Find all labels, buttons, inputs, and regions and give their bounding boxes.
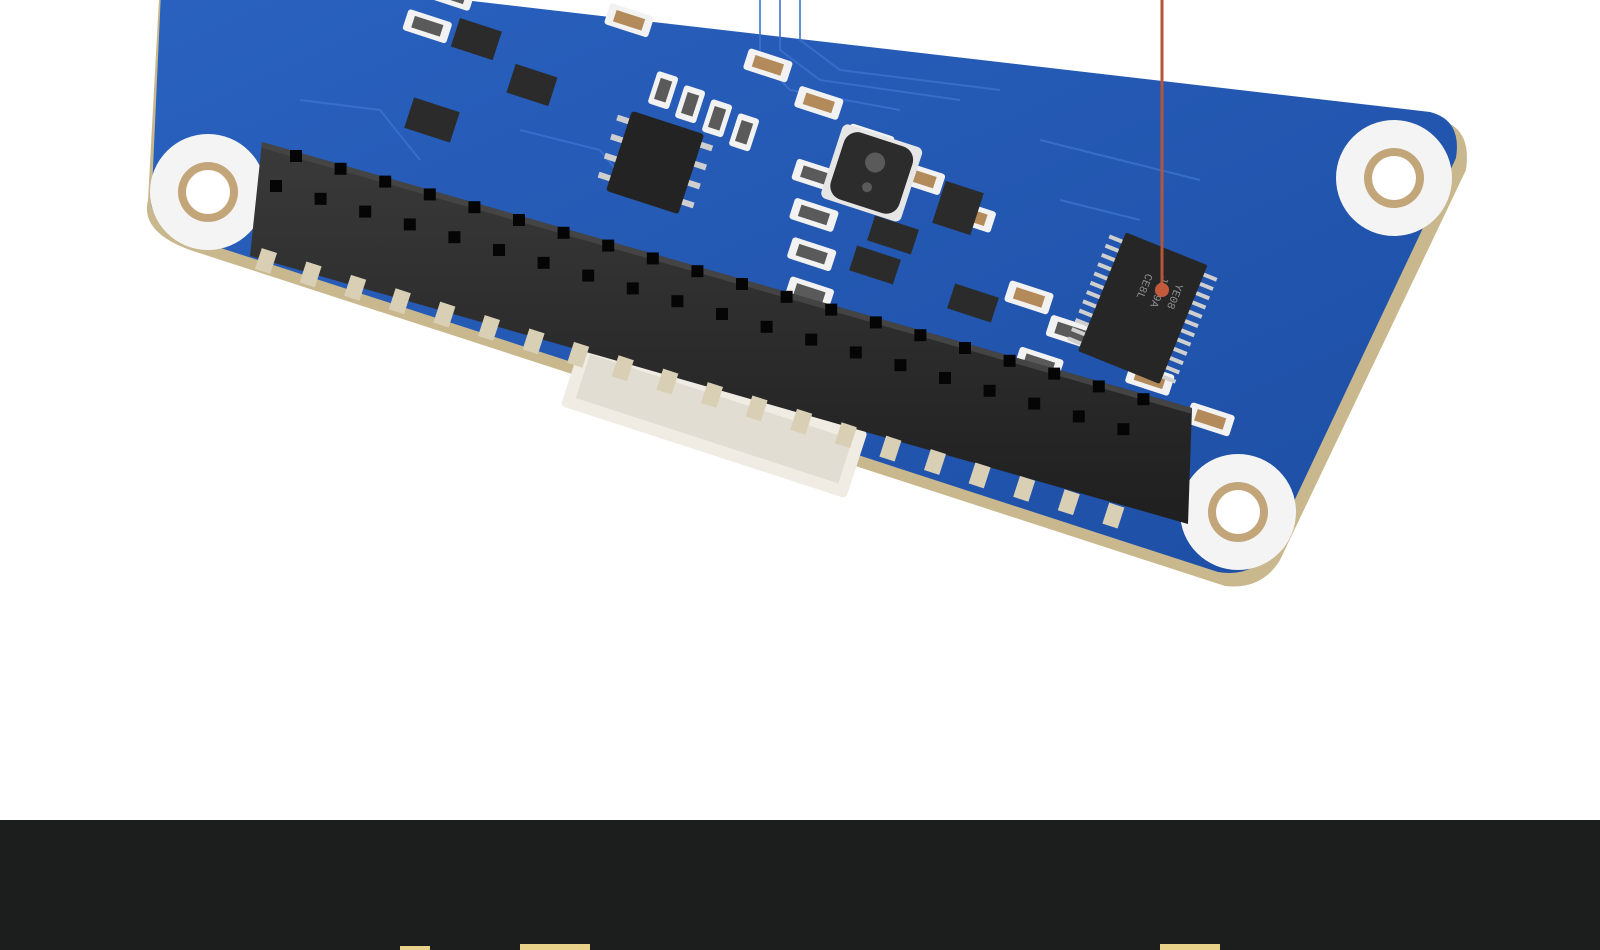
header-pin (879, 435, 902, 462)
header-pin (522, 328, 545, 355)
header-hole (602, 239, 615, 252)
header-hole (849, 346, 862, 359)
header-pin (790, 408, 813, 435)
header-hole (671, 295, 684, 308)
header-hole (646, 252, 659, 265)
header-pin (700, 382, 724, 408)
header-hole (914, 329, 927, 342)
header-pin (388, 288, 411, 315)
header-hole (537, 256, 550, 269)
header-hole (290, 150, 302, 162)
header-pin (344, 274, 367, 301)
mounting-hole-icon (1336, 120, 1452, 236)
header-hole (1048, 367, 1061, 380)
header-hole (1092, 380, 1105, 393)
header-pin (1013, 475, 1036, 502)
header-pin (1102, 502, 1125, 529)
header-hole (468, 201, 481, 214)
header-hole (825, 303, 838, 316)
header-hole (894, 359, 907, 372)
header-hole (314, 192, 327, 205)
header-pin (923, 449, 947, 475)
footer-band (0, 820, 1600, 950)
header-pin (567, 341, 590, 368)
header-hole (983, 384, 996, 397)
mounting-hole-icon (1180, 454, 1296, 570)
header-hole (626, 282, 639, 295)
header-hole (869, 316, 882, 329)
header-pin (611, 355, 634, 382)
header-pin (433, 301, 456, 328)
header-hole (448, 231, 461, 244)
header-pin (745, 395, 768, 422)
header-hole (805, 333, 818, 346)
header-hole (423, 188, 436, 201)
header-hole (1003, 354, 1016, 367)
header-hole (1137, 393, 1150, 406)
header-hole (736, 278, 748, 290)
header-pin (834, 422, 857, 449)
header-pin-icon (254, 248, 1125, 529)
header-pin (299, 261, 322, 288)
header-pin (477, 315, 501, 341)
header-hole (716, 308, 728, 320)
header-hole (959, 342, 971, 354)
product-photo: YE08 J5K9A CE8L (146, 0, 1467, 587)
gpio-header (250, 142, 1192, 529)
header-hole (760, 320, 773, 333)
footer-text-glimpse (400, 944, 1220, 950)
chip-icon (597, 111, 714, 214)
header-hole (691, 265, 704, 278)
connector (561, 340, 867, 498)
inductor (821, 124, 923, 222)
header-hole (557, 226, 570, 239)
mounting-hole-icon (150, 134, 266, 250)
header-hole (334, 162, 347, 175)
header-pin (1057, 489, 1080, 516)
header-hole (270, 180, 282, 192)
header-hole (1028, 397, 1041, 410)
header-pin (968, 462, 991, 489)
header-hole (1117, 423, 1130, 436)
header-hole (403, 218, 416, 231)
header-hole (582, 269, 595, 282)
header-hole (513, 214, 525, 226)
pcb-illustration: YE08 J5K9A CE8L (146, 0, 1467, 587)
header-hole (939, 372, 951, 384)
header-hole (1072, 410, 1085, 423)
callout-dot (1155, 283, 1169, 297)
chip-icon: YE08 J5K9A CE8L (1067, 232, 1218, 384)
header-pin (254, 248, 278, 274)
header-hole (493, 244, 505, 256)
header-pin (656, 368, 679, 395)
header-hole (359, 205, 372, 218)
header-hole (780, 290, 793, 303)
header-hole (379, 175, 392, 188)
